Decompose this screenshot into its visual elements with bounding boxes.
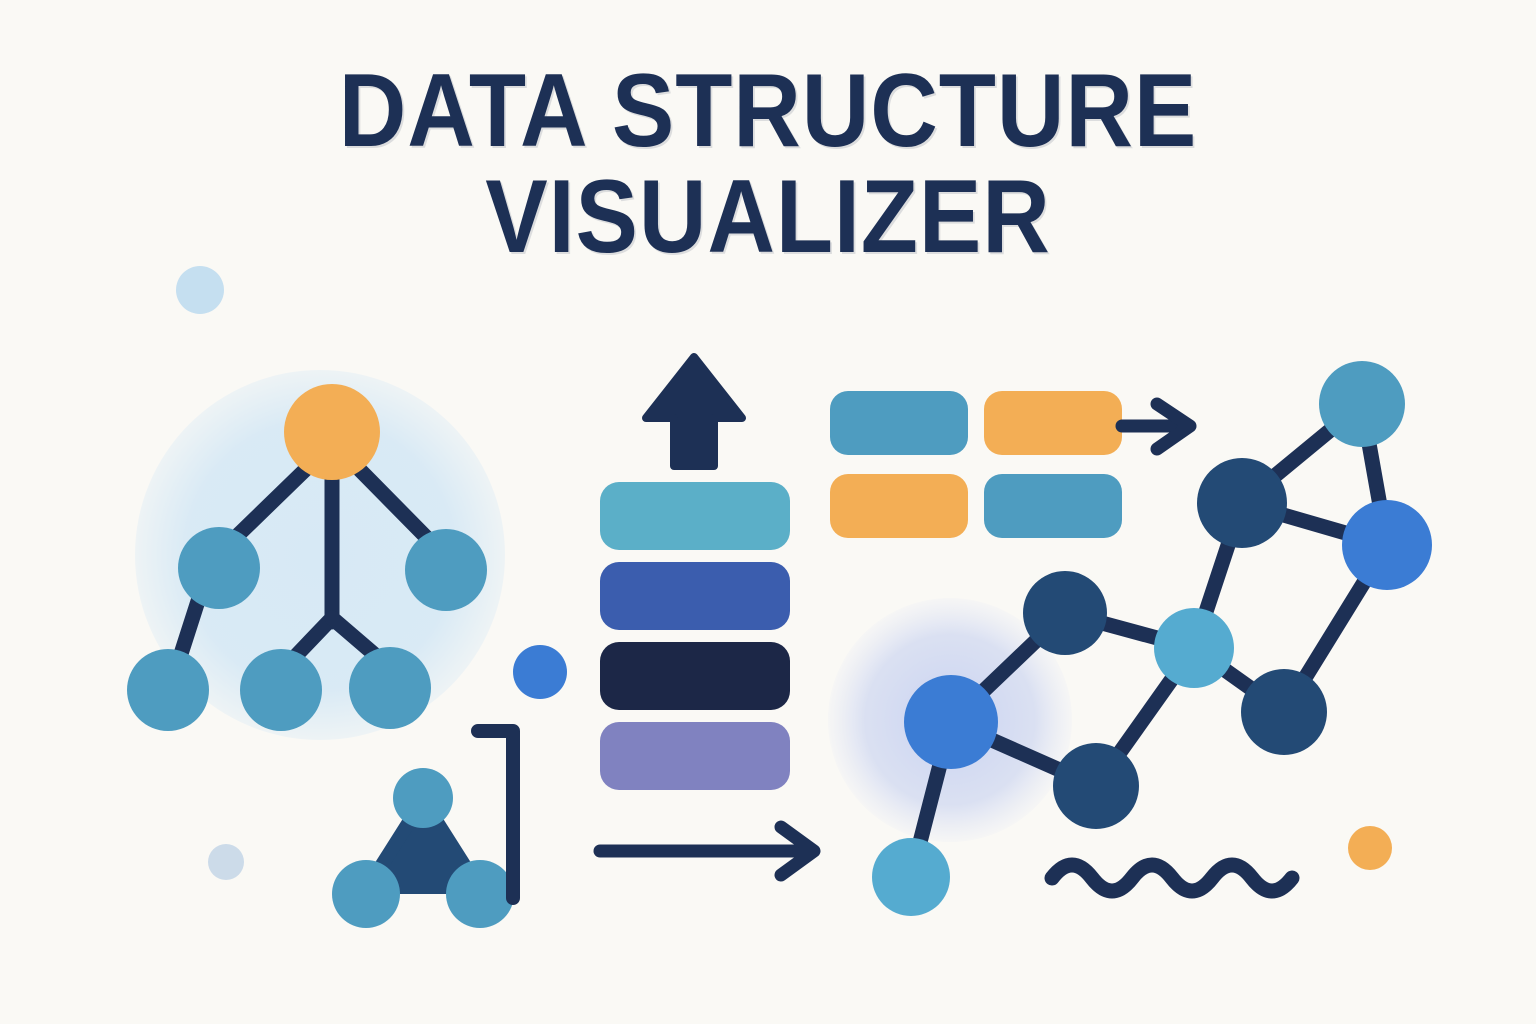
mini-tree-fill <box>366 798 480 894</box>
stack-frame-1[interactable] <box>600 482 790 550</box>
graph-node-teal-top[interactable] <box>1319 361 1405 447</box>
graph-node-navy-bot[interactable] <box>1053 743 1139 829</box>
graph-node-navy-left[interactable] <box>1023 571 1107 655</box>
tree-edge-root-right <box>352 462 435 546</box>
dot-pale-top-left <box>176 266 224 314</box>
grid-cell-1-0[interactable] <box>830 474 968 538</box>
tree-node-right-child[interactable] <box>405 529 487 611</box>
mini-tree-node-left[interactable] <box>332 860 400 928</box>
flow-arrow <box>593 820 821 882</box>
grid-diagram <box>830 391 1197 538</box>
graph-node-navy-upper[interactable] <box>1197 458 1287 548</box>
tree-diagram <box>127 370 505 740</box>
graph-node-blue-right[interactable] <box>1342 500 1432 590</box>
mini-tree-diagram <box>332 768 514 928</box>
tree-node-left-child[interactable] <box>178 527 260 609</box>
graph-node-teal-bot[interactable] <box>872 838 950 916</box>
decorative-dots <box>176 266 1392 880</box>
dot-orange-right <box>1348 826 1392 870</box>
bracket-shape <box>471 724 520 905</box>
graph-node-teal-mid[interactable] <box>1154 608 1234 688</box>
graph-diagram <box>828 361 1432 916</box>
grid-out-arrow-head <box>1150 397 1197 456</box>
graph-node-blue-hub[interactable] <box>904 675 998 769</box>
tree-edge-root-left <box>229 462 313 544</box>
grid-cell-1-1[interactable] <box>984 474 1122 538</box>
mini-tree-node-root[interactable] <box>393 768 453 828</box>
grid-cell-0-1[interactable] <box>984 391 1122 455</box>
flow-arrow-head <box>774 820 821 882</box>
stack-diagram <box>600 353 790 790</box>
graph-node-navy-lower[interactable] <box>1241 669 1327 755</box>
tree-node-leaf-two[interactable] <box>240 649 322 731</box>
stack-frame-2[interactable] <box>600 562 790 630</box>
stack-frame-4[interactable] <box>600 722 790 790</box>
grid-cell-0-0[interactable] <box>830 391 968 455</box>
wave-squiggle-icon <box>1044 857 1300 899</box>
tree-node-root[interactable] <box>284 384 380 480</box>
tree-halo <box>135 370 505 740</box>
mini-tree-node-right[interactable] <box>446 860 514 928</box>
stack-frame-3[interactable] <box>600 642 790 710</box>
tree-edge-left-leaf <box>172 593 206 665</box>
dot-pale-bottom <box>208 844 244 880</box>
push-arrow-icon[interactable] <box>642 353 746 470</box>
tree-node-leaf-three[interactable] <box>349 647 431 729</box>
tree-node-leaf-one[interactable] <box>127 649 209 731</box>
dot-royal-mid <box>513 645 567 699</box>
